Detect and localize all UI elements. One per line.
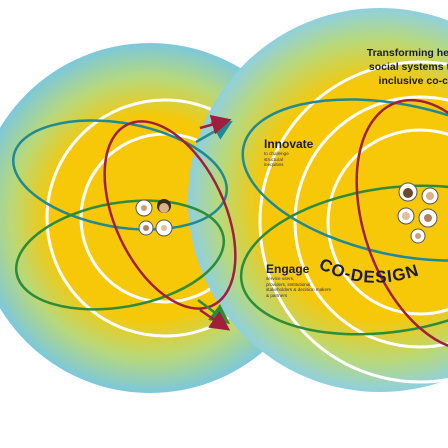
engage-line-3: stakeholders & decision makers xyxy=(266,287,331,293)
innovate-block: Innovate to challenge structural inequit… xyxy=(264,137,313,168)
engage-block: Engage service users, providers, institu… xyxy=(266,262,331,298)
right-loop-teal xyxy=(241,98,448,262)
innovate-line-1: to challenge xyxy=(264,151,289,156)
title-block: Transforming he social systems t inclusi… xyxy=(334,46,448,88)
left-arrow-crimson-2 xyxy=(199,308,231,331)
engage-line-1: service users, xyxy=(266,276,295,281)
innovate-line-2: structural xyxy=(264,156,283,162)
engage-heading: Engage xyxy=(266,262,310,276)
left-arrow-crimson xyxy=(199,114,232,135)
right-ring-mid xyxy=(293,95,448,349)
right-ring-inner xyxy=(326,128,448,316)
left-loop-green xyxy=(14,199,226,311)
engage-line-4: & partners xyxy=(266,292,288,298)
title-line-2: social systems t xyxy=(368,61,448,73)
right-loop-crimson xyxy=(355,98,448,352)
faces-group-icon xyxy=(135,199,173,237)
title-line-3: inclusive co-c xyxy=(378,75,448,87)
faces-group-icon xyxy=(397,182,439,244)
right-loop-green xyxy=(239,184,448,336)
innovate-line-3: inequities xyxy=(264,162,284,168)
engage-line-2: providers, institutional xyxy=(266,281,311,287)
right-ring-outer xyxy=(258,60,448,384)
innovate-heading: Innovate xyxy=(264,137,314,151)
title-line-1: Transforming he xyxy=(366,47,448,59)
